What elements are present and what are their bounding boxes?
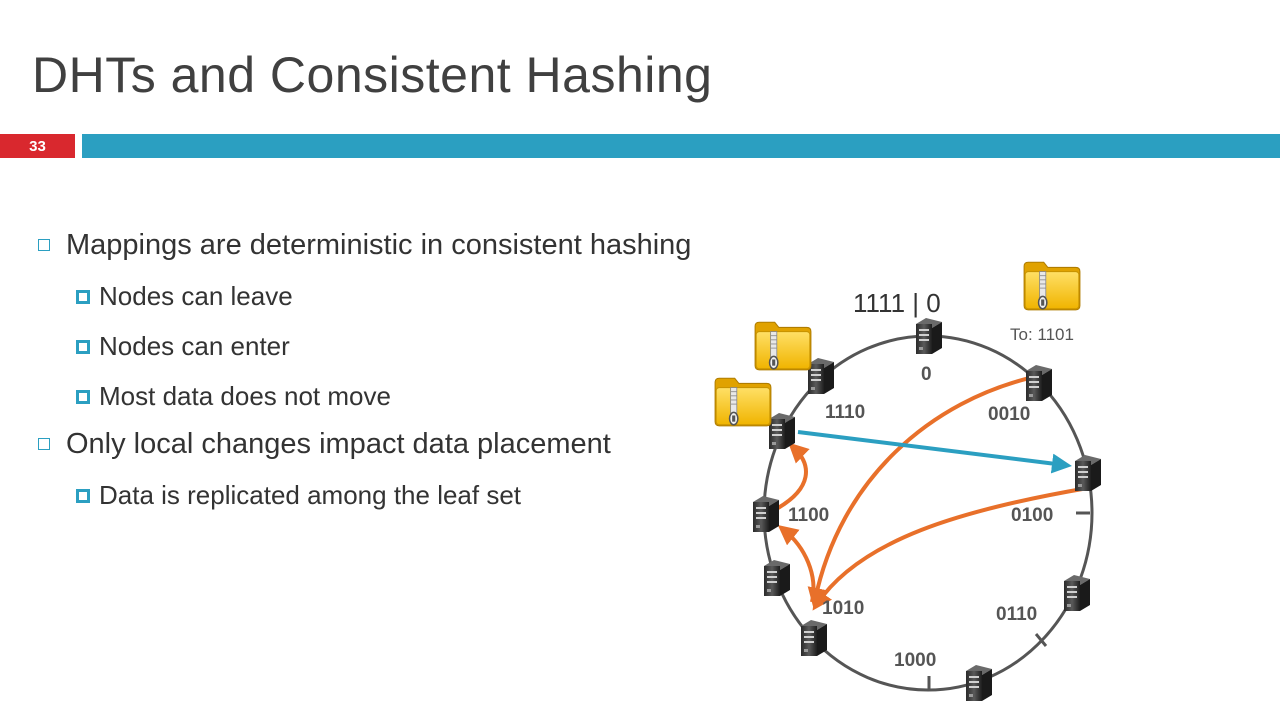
node-label-1000: 1000 — [894, 650, 936, 671]
bullet-local-changes: Only local changes impact data placement — [32, 421, 712, 468]
blue-arrow-1110-to-0100 — [797, 430, 1072, 474]
server-icon — [801, 620, 827, 656]
server-icon — [1064, 575, 1090, 611]
server-icon — [764, 560, 790, 596]
server-icon — [769, 413, 795, 449]
tick-0110 — [1034, 633, 1048, 647]
node-label-1110: 1110 — [825, 402, 865, 423]
node-label-0010: 0010 — [988, 404, 1030, 425]
slide-number-badge: 33 — [0, 134, 75, 158]
node-label-0100: 0100 — [1011, 505, 1053, 526]
folder-zip-icon — [754, 321, 812, 371]
node-label-1100: 1100 — [788, 505, 829, 526]
folder-zip-icon — [714, 377, 772, 427]
node-label-0: 0 — [921, 364, 932, 385]
sub-bullet-nodes-leave: Nodes can leave — [32, 271, 712, 321]
folder-zip-icon — [1023, 261, 1081, 311]
ring-top-label: 1111 | 0 — [853, 288, 941, 318]
sub-bullet-replicated: Data is replicated among the leaf set — [32, 470, 712, 520]
node-label-1010: 1010 — [822, 598, 864, 619]
bullet-list: Mappings are deterministic in consistent… — [32, 222, 712, 520]
slide-title: DHTs and Consistent Hashing — [32, 47, 713, 103]
server-icon — [1026, 365, 1052, 401]
sub-bullet-nodes-enter: Nodes can enter — [32, 321, 712, 371]
orange-arrow-0100-to-1010 — [812, 486, 1089, 611]
server-icon — [1075, 455, 1101, 491]
orange-arrow-1100-to-1110 — [776, 442, 810, 510]
server-icon — [966, 665, 992, 701]
title-accent-bar — [82, 134, 1280, 158]
sub-bullet-data-not-move: Most data does not move — [32, 371, 712, 421]
orange-arrow-1100-to-1010 — [777, 524, 816, 603]
bullet-deterministic: Mappings are deterministic in consistent… — [32, 222, 712, 269]
destination-label: To: 1101 — [1010, 325, 1074, 344]
server-icon — [808, 358, 834, 394]
server-icon — [916, 318, 942, 354]
node-label-0110: 0110 — [996, 604, 1037, 625]
orange-arrow-0010-to-1010 — [807, 374, 1039, 608]
server-icon — [753, 496, 779, 532]
